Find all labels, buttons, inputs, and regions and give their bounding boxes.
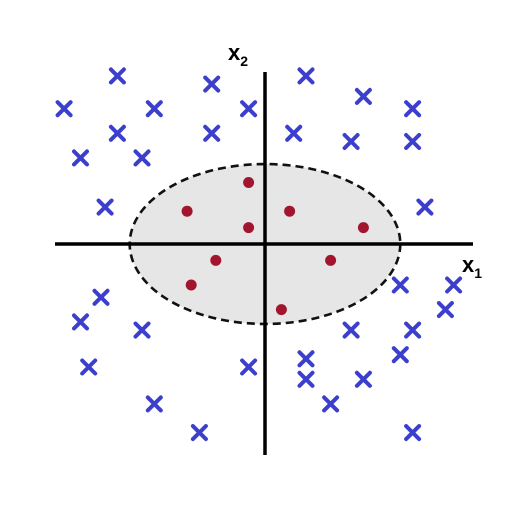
dot-point xyxy=(243,177,255,188)
cross-point xyxy=(342,133,360,150)
cross-point xyxy=(391,346,409,364)
dot-point xyxy=(210,254,222,266)
cross-point xyxy=(108,67,126,85)
cross-point xyxy=(133,149,151,167)
dot-point xyxy=(243,222,255,234)
cross-point xyxy=(203,124,221,142)
dot-point xyxy=(185,279,197,291)
dot-point xyxy=(325,254,337,266)
cross-point xyxy=(391,276,409,294)
cross-point xyxy=(72,149,89,167)
axes xyxy=(55,72,473,455)
cross-point xyxy=(354,370,372,388)
cross-point xyxy=(92,288,110,306)
cross-point xyxy=(404,133,422,150)
cross-point xyxy=(55,100,73,118)
x2-axis-label-subscript: 2 xyxy=(240,53,248,69)
cross-point xyxy=(285,124,303,142)
cross-point xyxy=(404,424,422,442)
dot-point xyxy=(284,205,296,217)
cross-point xyxy=(72,313,89,331)
cross-point xyxy=(416,198,434,216)
cross-point xyxy=(322,395,340,413)
x1-axis-label: x1 xyxy=(462,252,482,281)
cross-point xyxy=(108,124,126,142)
x2-axis-label: x2 xyxy=(228,40,248,69)
dot-point xyxy=(275,304,287,316)
cross-point xyxy=(240,100,258,118)
cross-point xyxy=(404,321,422,339)
cross-point xyxy=(145,100,163,118)
cross-point xyxy=(80,358,98,376)
cross-point xyxy=(133,321,151,339)
cross-point xyxy=(145,395,163,413)
cross-point xyxy=(436,301,454,319)
cross-point xyxy=(96,198,114,216)
x1-axis-label-main: x xyxy=(462,252,475,277)
data-points xyxy=(55,67,463,442)
x1-axis-label-subscript: 1 xyxy=(474,265,482,281)
x2-axis-label-main: x xyxy=(228,40,241,65)
dot-point xyxy=(357,222,369,234)
cross-point xyxy=(342,321,360,339)
cross-point xyxy=(404,100,422,118)
dot-point xyxy=(181,205,193,217)
cross-point xyxy=(297,350,315,368)
cross-point xyxy=(445,276,463,294)
cross-point xyxy=(190,424,208,442)
cross-point xyxy=(354,87,372,105)
cross-point xyxy=(240,358,258,376)
cross-point xyxy=(297,370,315,388)
cross-point xyxy=(203,75,221,93)
cross-point xyxy=(297,67,315,85)
